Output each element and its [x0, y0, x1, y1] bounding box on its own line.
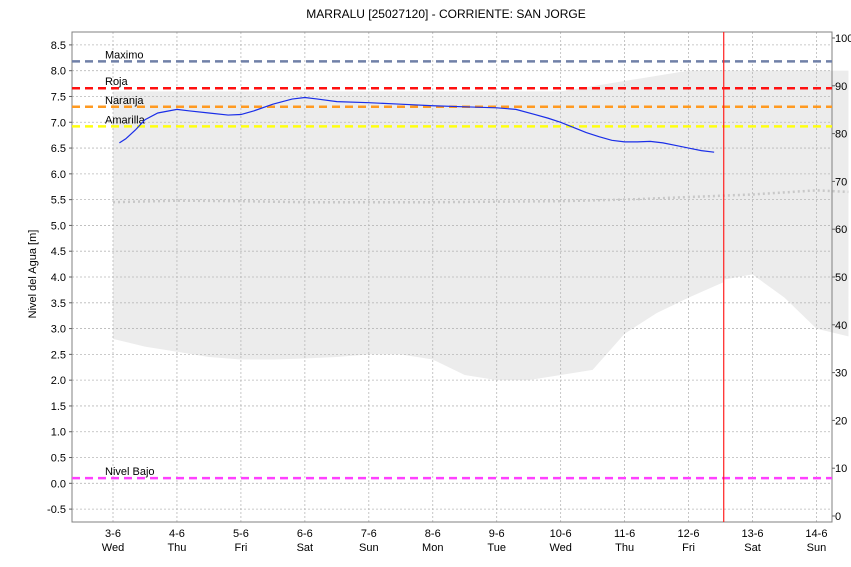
y2-tick-label: 50	[835, 272, 847, 284]
x-date-label: 7-6	[361, 528, 377, 540]
x-day-label: Wed	[549, 542, 571, 554]
chart-title: MARRALU [25027120] - CORRIENTE: SAN JORG…	[306, 7, 585, 21]
x-date-label: 3-6	[105, 528, 121, 540]
y-tick-label: 4.5	[51, 246, 66, 258]
x-date-label: 4-6	[169, 528, 185, 540]
y2-tick-label: 10	[835, 463, 847, 475]
reference-label: Maximo	[105, 49, 144, 61]
y2-tick-label: 20	[835, 415, 847, 427]
x-date-label: 14-6	[805, 528, 827, 540]
y-tick-label: 4.0	[51, 272, 66, 284]
y2-tick-label: 60	[835, 224, 847, 236]
x-day-label: Wed	[102, 542, 124, 554]
reference-label: Naranja	[105, 95, 144, 107]
y-tick-label: 6.5	[51, 143, 66, 155]
y-tick-label: 6.0	[51, 169, 66, 181]
y-tick-label: 3.0	[51, 324, 66, 336]
y-tick-label: 0.5	[51, 453, 66, 465]
x-day-label: Tue	[487, 542, 506, 554]
x-date-label: 13-6	[741, 528, 763, 540]
reference-label: Roja	[105, 76, 129, 88]
y-tick-label: 8.0	[51, 66, 66, 78]
x-day-label: Sat	[297, 542, 314, 554]
y2-tick-label: 70	[835, 176, 847, 188]
x-day-label: Sun	[807, 542, 827, 554]
y-tick-label: 7.0	[51, 117, 66, 129]
y2-tick-label: 100	[835, 33, 851, 45]
y-tick-label: 8.5	[51, 40, 66, 52]
x-day-label: Thu	[615, 542, 634, 554]
y2-tick-label: 0	[835, 511, 841, 523]
y-tick-label: 5.0	[51, 220, 66, 232]
x-date-label: 6-6	[297, 528, 313, 540]
x-day-label: Mon	[422, 542, 443, 554]
x-date-label: 8-6	[425, 528, 441, 540]
y-tick-label: 0.0	[51, 478, 66, 490]
x-day-label: Fri	[682, 542, 695, 554]
reference-label: Nivel Bajo	[105, 466, 155, 478]
y2-tick-label: 80	[835, 129, 847, 141]
reference-label: Amarilla	[105, 114, 146, 126]
y-tick-label: 7.5	[51, 91, 66, 103]
y-tick-label: 3.5	[51, 298, 66, 310]
y-tick-label: -0.5	[47, 504, 66, 516]
x-date-label: 9-6	[489, 528, 505, 540]
y-tick-label: 2.0	[51, 375, 66, 387]
x-day-label: Sat	[744, 542, 761, 554]
x-day-label: Fri	[234, 542, 247, 554]
y2-tick-label: 30	[835, 368, 847, 380]
y2-tick-label: 90	[835, 81, 847, 93]
y2-tick-label: 40	[835, 320, 847, 332]
y-tick-label: 5.5	[51, 195, 66, 207]
water-level-line	[119, 96, 715, 153]
x-date-label: 10-6	[550, 528, 572, 540]
y-tick-label: 2.5	[51, 349, 66, 361]
x-day-label: Thu	[167, 542, 186, 554]
x-date-label: 11-6	[614, 528, 635, 540]
y-axis-label: Nivel del Agua [m]	[27, 230, 39, 319]
y-tick-label: 1.5	[51, 401, 66, 413]
x-day-label: Sun	[359, 542, 379, 554]
y-tick-label: 1.0	[51, 427, 66, 439]
x-date-label: 5-6	[233, 528, 249, 540]
x-date-label: 12-6	[678, 528, 700, 540]
